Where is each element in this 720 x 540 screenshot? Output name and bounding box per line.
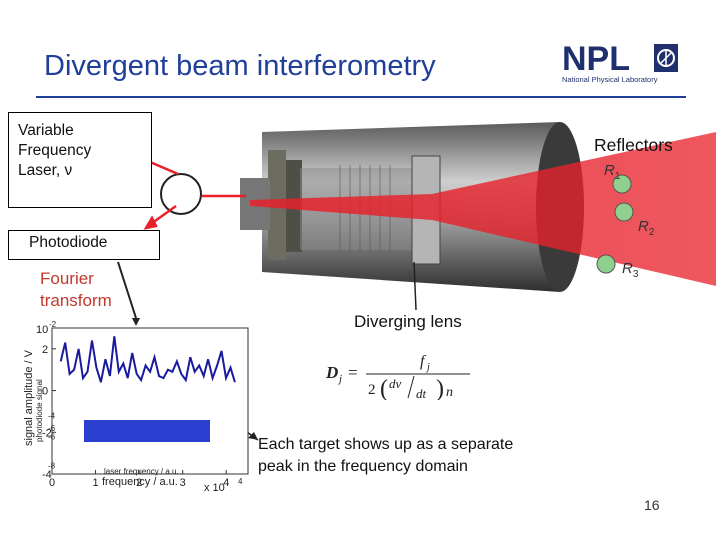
- laser-beam: [250, 132, 716, 286]
- fourier-spectrum-chart: 2 0 -2 -4 -4 -6-6 -8 0 1 2 3 4 10 -2 signal ampli…: [23, 320, 249, 494]
- reflector-r1-label: R1: [604, 162, 621, 182]
- y-tick-label: -2: [42, 427, 52, 439]
- x-axis-label: frequency / a.u.: [102, 476, 178, 488]
- beam-splitter-circle: [160, 173, 202, 215]
- svg-text:f: f: [420, 353, 427, 370]
- reflector-r2-dot: [614, 202, 634, 222]
- y2-tick-label: -8: [48, 462, 56, 471]
- caption: Each target shows up as a separate peak …: [258, 436, 514, 475]
- x-multiplier: x 10: [204, 482, 225, 494]
- fourier-arrow: [117, 261, 137, 319]
- lens-pointer-line: [413, 261, 417, 311]
- svg-text:j: j: [337, 373, 342, 385]
- spectrum-series-line: [59, 336, 236, 383]
- svg-text:D: D: [325, 363, 338, 382]
- y2-tick-label: -6: [48, 424, 56, 433]
- svg-text:=: =: [348, 363, 358, 382]
- svg-text:2: 2: [368, 382, 376, 398]
- laser-nu-symbol: ν: [64, 162, 73, 179]
- y-multiplier: 10: [36, 324, 48, 336]
- npl-logo-subtitle: National Physical Laboratory: [562, 75, 658, 84]
- plot-frame: [51, 327, 249, 475]
- y-tick-label: 0: [42, 386, 48, 398]
- svg-text:dt: dt: [416, 386, 427, 400]
- photodiode-label: Photodiode: [29, 234, 108, 251]
- svg-text:(: (: [380, 376, 388, 400]
- x-tick-label: 2: [136, 477, 142, 489]
- npl-logo-text: NPL: [562, 40, 630, 78]
- svg-text:j: j: [425, 362, 430, 373]
- reflector-r3-label: R3: [622, 260, 639, 280]
- laser-label-line3: Laser,: [18, 162, 61, 179]
- slide-title: Divergent beam interferometry: [44, 50, 436, 82]
- svg-text:): ): [436, 376, 444, 400]
- npl-logo: NPL National Physical Laboratory: [560, 40, 680, 86]
- reflector-r1-dot: [612, 174, 632, 194]
- diverging-lens-label: Diverging lens: [354, 312, 462, 331]
- y-axis-label: signal amplitude / V: [23, 349, 35, 446]
- x-tick-label: 0: [49, 477, 55, 489]
- reflector-r2-label: R2: [638, 218, 655, 238]
- x-tick-label: 1: [93, 477, 99, 489]
- page-number: 16: [644, 497, 660, 513]
- y2-tick-label: -6: [48, 432, 56, 441]
- focal-length-formula: D j = f j 2 ( dν dt ) n: [325, 353, 470, 400]
- reflectors-label: Reflectors: [594, 135, 673, 155]
- fourier-transform-label: Fourier transform: [40, 269, 112, 310]
- laser-box: Variable Frequency Laser, ν: [8, 112, 152, 208]
- y2-tick-label: -4: [48, 412, 56, 421]
- photodiode-box: Photodiode: [8, 230, 160, 260]
- y-tick-label: 2: [42, 344, 48, 356]
- svg-text:n: n: [446, 385, 453, 400]
- x-tick-label: 3: [180, 477, 186, 489]
- x-axis-label-2: laser frequency / a.u.: [104, 467, 179, 476]
- title-rule: [36, 96, 686, 98]
- svg-text:dν: dν: [389, 376, 402, 391]
- laser-label-line1: Variable: [18, 122, 74, 139]
- signal-arrows: [143, 160, 246, 230]
- x-multiplier-exp: 4: [238, 477, 243, 486]
- reflector-r3-dot: [596, 254, 616, 274]
- photodiode-signal-band: [84, 420, 210, 442]
- y-tick-label: -4: [42, 469, 52, 481]
- y-axis-label-2: photodiode signal: [35, 379, 44, 442]
- laser-label-line2: Frequency: [18, 142, 92, 159]
- y-multiplier-exp: -2: [49, 320, 57, 329]
- x-tick-label: 4: [223, 477, 229, 489]
- spectrum-line-layer: [59, 336, 236, 383]
